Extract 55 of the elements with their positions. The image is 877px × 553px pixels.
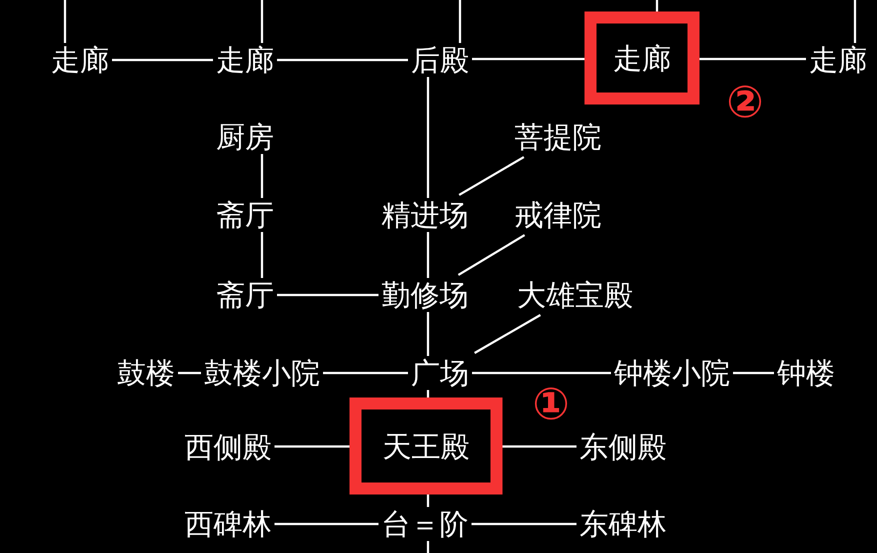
connector-line — [474, 314, 541, 354]
place-name: 厨房 — [213, 120, 277, 154]
connector-line — [472, 58, 584, 60]
connector-line — [426, 494, 430, 507]
place-name: 西碑林 — [182, 507, 274, 541]
place-name: 走廊 — [213, 43, 277, 77]
place-name: 广场 — [408, 356, 472, 390]
connector-line — [458, 156, 524, 196]
connector-line — [277, 294, 378, 296]
place-name: 西侧殿 — [182, 430, 274, 464]
place-name: 东碑林 — [576, 507, 670, 541]
place-name: 走廊 — [48, 43, 112, 77]
place-name: 戒律院 — [512, 198, 604, 232]
place-name: 鼓楼小院 — [201, 356, 323, 390]
connector-line — [274, 522, 378, 526]
connector-line — [656, 0, 658, 12]
place-name: 大雄宝殿 — [514, 278, 636, 312]
connector-line — [260, 0, 264, 43]
connector-line — [323, 372, 408, 374]
place-name: 勤修场 — [378, 278, 472, 312]
connector-line — [178, 372, 201, 374]
connector-line — [112, 58, 213, 62]
connector-line — [426, 232, 430, 278]
place-name: 走廊 — [806, 43, 870, 77]
connector-line — [426, 312, 430, 356]
connector-line — [274, 445, 350, 448]
place-name: 台＝阶 — [378, 507, 472, 541]
place-name: 斋厅 — [213, 198, 277, 232]
connector-line — [472, 372, 611, 374]
connector-line — [502, 445, 576, 448]
connector-line — [426, 541, 430, 553]
callout-number: ① — [532, 382, 570, 428]
connector-line — [458, 0, 462, 43]
connector-line — [426, 390, 430, 398]
connector-line — [472, 522, 576, 526]
place-name: 斋厅 — [213, 278, 277, 312]
connector-line — [733, 372, 774, 374]
callout-number: ② — [726, 80, 764, 126]
place-name: 钟楼小院 — [611, 356, 733, 390]
place-name: 东侧殿 — [576, 430, 670, 464]
connector-line — [277, 58, 408, 62]
connector-line — [458, 234, 526, 276]
connector-line — [260, 154, 264, 198]
connector-line — [426, 77, 430, 198]
place-name: 钟楼 — [774, 356, 838, 390]
connector-line — [260, 232, 264, 278]
highlighted-place: 天王殿 — [350, 398, 502, 494]
connector-line — [700, 58, 806, 60]
highlighted-place: 走廊 — [584, 12, 700, 104]
place-name: 鼓楼 — [114, 356, 178, 390]
place-name: 后殿 — [408, 43, 472, 77]
connector-line — [854, 0, 856, 43]
connector-line — [64, 0, 66, 43]
place-name: 菩提院 — [512, 120, 604, 154]
place-name: 精进场 — [378, 198, 472, 232]
